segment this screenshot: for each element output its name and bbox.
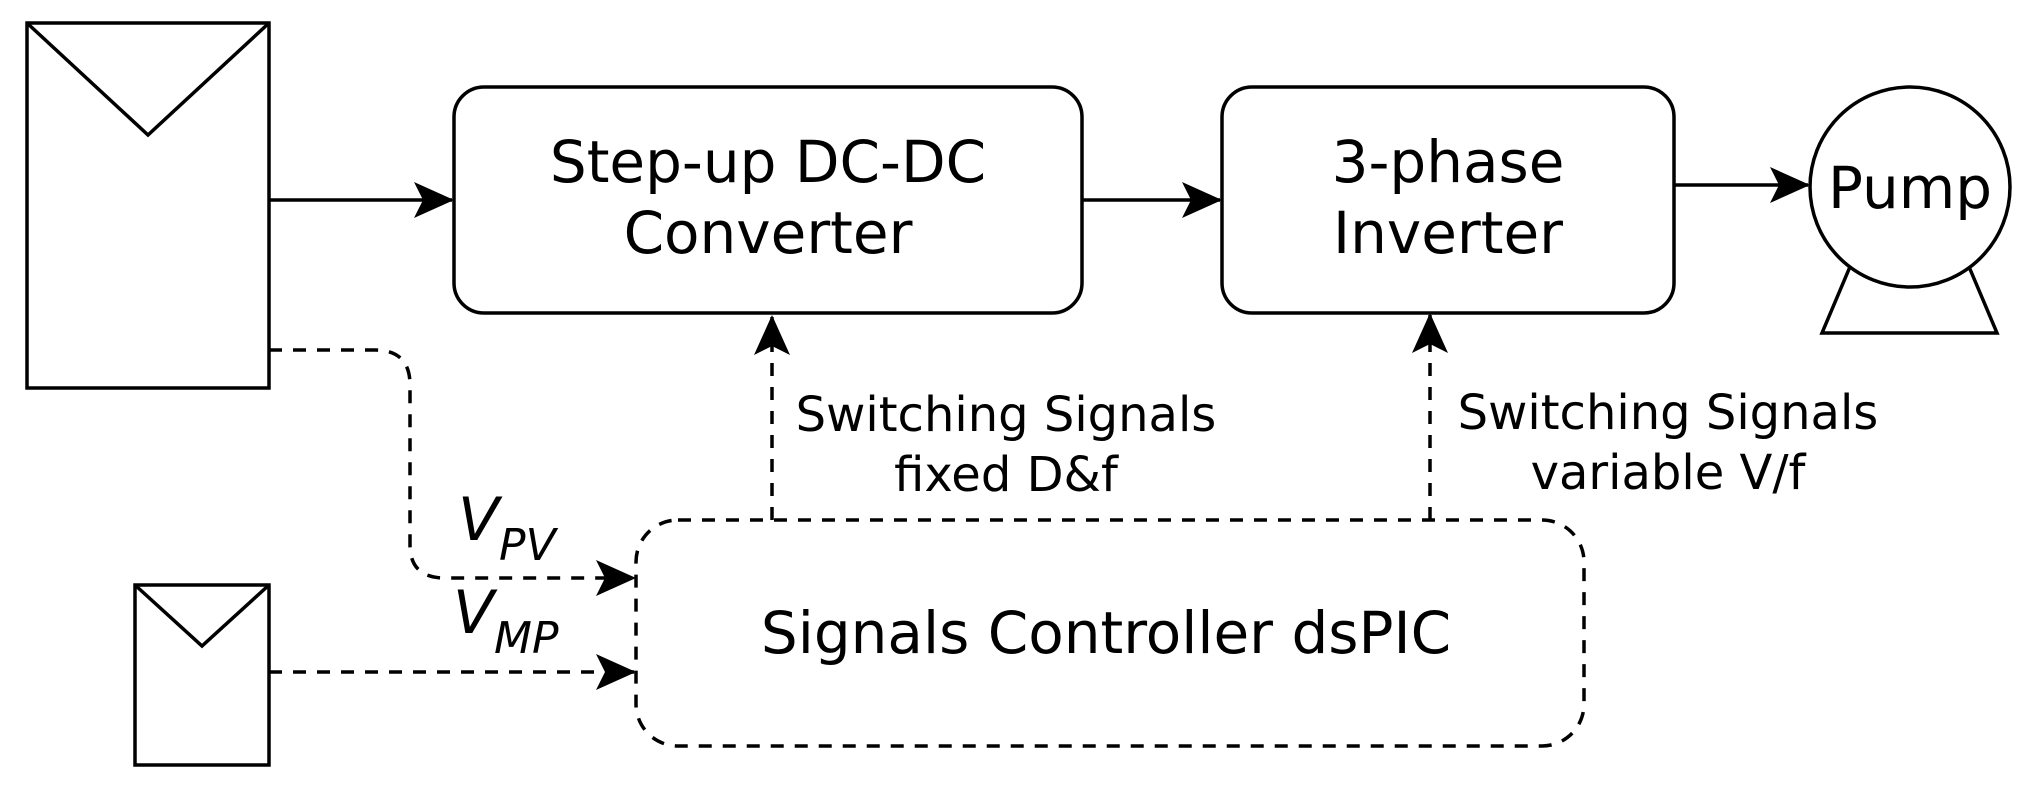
vmp-subscript: MP bbox=[494, 613, 559, 664]
converter-signal-line2: fixed D&f bbox=[894, 447, 1119, 503]
inverter-block: 3-phase Inverter bbox=[1220, 85, 1676, 315]
inverter-signal-line1: Switching Signals bbox=[1458, 385, 1879, 441]
pv-panel-reference bbox=[133, 583, 271, 767]
vmp-symbol: V bbox=[453, 578, 498, 648]
pump-label: Pump bbox=[1828, 154, 1992, 222]
converter-label-line2: Converter bbox=[624, 199, 913, 267]
pv-panel-main bbox=[25, 21, 271, 390]
converter-block: Step-up DC-DC Converter bbox=[452, 85, 1084, 315]
converter-label-line1: Step-up DC-DC bbox=[550, 128, 986, 196]
inverter-signal-line2: variable V/f bbox=[1531, 445, 1807, 501]
inverter-label-line2: Inverter bbox=[1333, 199, 1563, 267]
arrow-vpv-measurement bbox=[269, 348, 636, 596]
inverter-label-line1: 3-phase bbox=[1332, 128, 1565, 196]
vmp-label: VMP bbox=[453, 578, 559, 664]
vpv-label: VPV bbox=[458, 485, 559, 571]
controller-block: Signals Controller dsPIC bbox=[634, 518, 1586, 748]
controller-label: Signals Controller dsPIC bbox=[761, 599, 1451, 667]
pump-symbol: Pump bbox=[1808, 85, 2012, 335]
vpv-subscript: PV bbox=[499, 520, 559, 571]
vpv-symbol: V bbox=[458, 485, 503, 555]
converter-signal-line1: Switching Signals bbox=[796, 387, 1217, 443]
